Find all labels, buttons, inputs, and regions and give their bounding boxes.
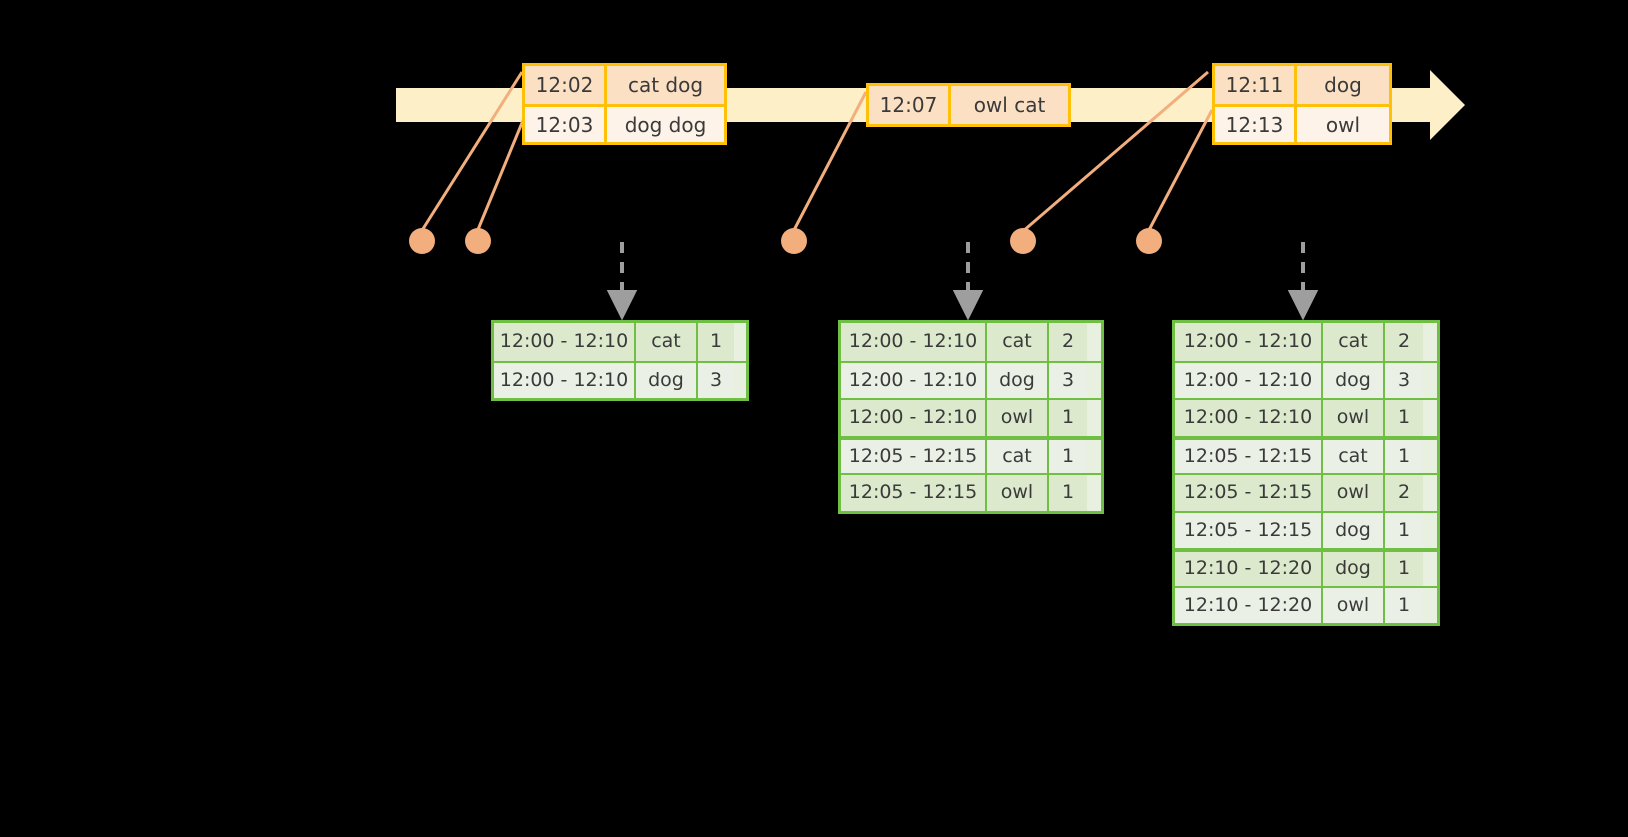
table-row: 12:00 - 12:10 owl 1: [841, 398, 1101, 436]
cell-key: dog: [987, 362, 1049, 398]
cell-key: owl: [1323, 587, 1385, 623]
cell-window: 12:05 - 12:15: [1175, 439, 1323, 473]
cell-window: 12:00 - 12:10: [1175, 400, 1323, 436]
event-dot-3: [781, 228, 807, 254]
cell-window: 12:00 - 12:10: [494, 362, 636, 398]
table-row: 12:00 - 12:10 dog 3: [494, 360, 746, 398]
cell-key: dog: [1323, 362, 1385, 398]
event-row: 12:02 cat dog: [525, 66, 724, 104]
cell-count: 1: [1385, 552, 1423, 586]
event-payload: dog dog: [607, 107, 724, 142]
table-row: 12:00 - 12:10 dog 3: [1175, 360, 1437, 398]
cell-window: 12:00 - 12:10: [1175, 323, 1323, 361]
cell-key: owl: [1323, 475, 1385, 511]
event-time: 12:11: [1215, 66, 1297, 104]
cell-count: 1: [1385, 512, 1423, 548]
event-row: 12:13 owl: [1215, 104, 1389, 142]
table-row: 12:00 - 12:10 dog 3: [841, 360, 1101, 398]
cell-key: dog: [1323, 512, 1385, 548]
cell-key: dog: [636, 362, 698, 398]
cell-window: 12:05 - 12:15: [841, 439, 987, 473]
event-row: 12:03 dog dog: [525, 104, 724, 142]
event-time: 12:13: [1215, 107, 1297, 142]
event-time: 12:07: [869, 86, 951, 124]
cell-key: owl: [987, 400, 1049, 436]
event-row: 12:07 owl cat: [869, 86, 1068, 124]
cell-count: 1: [1049, 475, 1087, 511]
event-dot-2: [465, 228, 491, 254]
table-row: 12:05 - 12:15 owl 1: [841, 473, 1101, 511]
table-row: 12:00 - 12:10 owl 1: [1175, 398, 1437, 436]
table-row: 12:10 - 12:20 owl 1: [1175, 585, 1437, 623]
cell-count: 2: [1385, 475, 1423, 511]
table-row: 12:00 - 12:10 cat 2: [841, 323, 1101, 361]
cell-key: owl: [987, 475, 1049, 511]
result-table-2[interactable]: 12:00 - 12:10 cat 2 12:00 - 12:10 dog 3 …: [838, 320, 1104, 514]
event-payload: cat dog: [607, 66, 724, 104]
cell-window: 12:10 - 12:20: [1175, 587, 1323, 623]
event-dot-4: [1010, 228, 1036, 254]
cell-key: cat: [987, 439, 1049, 473]
dashed-arrow-2: [952, 242, 984, 321]
cell-count: 3: [1385, 362, 1423, 398]
cell-window: 12:05 - 12:15: [1175, 475, 1323, 511]
cell-count: 1: [1049, 400, 1087, 436]
cell-window: 12:10 - 12:20: [1175, 552, 1323, 586]
event-time: 12:03: [525, 107, 607, 142]
cell-count: 1: [698, 323, 734, 361]
event-time: 12:02: [525, 66, 607, 104]
cell-count: 3: [698, 362, 734, 398]
cell-window: 12:00 - 12:10: [841, 362, 987, 398]
cell-window: 12:00 - 12:10: [841, 323, 987, 361]
cell-count: 1: [1385, 400, 1423, 436]
cell-key: owl: [1323, 400, 1385, 436]
cell-count: 2: [1049, 323, 1087, 361]
result-table-1[interactable]: 12:00 - 12:10 cat 1 12:00 - 12:10 dog 3: [491, 320, 749, 401]
dashed-arrows: [606, 242, 1319, 321]
cell-window: 12:05 - 12:15: [841, 475, 987, 511]
event-dot-1: [409, 228, 435, 254]
cell-window: 12:05 - 12:15: [1175, 512, 1323, 548]
event-dot-5: [1136, 228, 1162, 254]
event-row: 12:11 dog: [1215, 66, 1389, 104]
table-row: 12:05 - 12:15 cat 1: [841, 435, 1101, 473]
cell-key: cat: [636, 323, 698, 361]
dashed-arrow-3: [1287, 242, 1319, 321]
table-row: 12:00 - 12:10 cat 2: [1175, 323, 1437, 361]
table-row: 12:05 - 12:15 dog 1: [1175, 510, 1437, 548]
cell-count: 1: [1049, 439, 1087, 473]
cell-count: 2: [1385, 323, 1423, 361]
table-row: 12:05 - 12:15 owl 2: [1175, 473, 1437, 511]
table-row: 12:00 - 12:10 cat 1: [494, 323, 746, 361]
result-table-3[interactable]: 12:00 - 12:10 cat 2 12:00 - 12:10 dog 3 …: [1172, 320, 1440, 626]
event-box-1[interactable]: 12:02 cat dog 12:03 dog dog: [522, 63, 727, 145]
table-row: 12:05 - 12:15 cat 1: [1175, 435, 1437, 473]
event-payload: owl: [1297, 107, 1389, 142]
cell-count: 3: [1049, 362, 1087, 398]
cell-key: cat: [1323, 323, 1385, 361]
table-row: 12:10 - 12:20 dog 1: [1175, 548, 1437, 586]
dashed-arrow-1: [606, 242, 638, 321]
cell-window: 12:00 - 12:10: [1175, 362, 1323, 398]
cell-key: cat: [987, 323, 1049, 361]
cell-count: 1: [1385, 439, 1423, 473]
event-payload: owl cat: [951, 86, 1068, 124]
event-payload: dog: [1297, 66, 1389, 104]
cell-count: 1: [1385, 587, 1423, 623]
cell-window: 12:00 - 12:10: [494, 323, 636, 361]
cell-key: cat: [1323, 439, 1385, 473]
cell-key: dog: [1323, 552, 1385, 586]
event-box-2[interactable]: 12:07 owl cat: [866, 83, 1071, 127]
cell-window: 12:00 - 12:10: [841, 400, 987, 436]
event-box-3[interactable]: 12:11 dog 12:13 owl: [1212, 63, 1392, 145]
